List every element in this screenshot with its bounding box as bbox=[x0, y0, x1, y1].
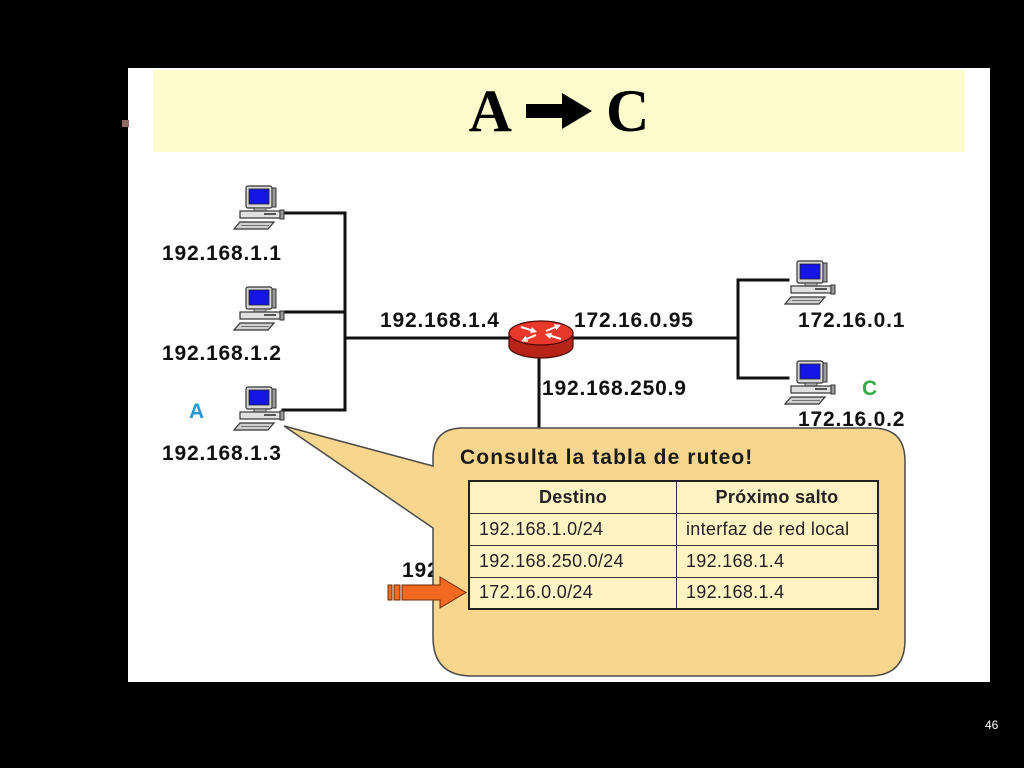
host-a-name: A bbox=[189, 400, 205, 423]
next-hop-cell: 192.168.1.4 bbox=[676, 544, 879, 578]
routing-header-row: Destino Próximo salto bbox=[468, 480, 879, 514]
router-right-ip: 172.16.0.95 bbox=[574, 309, 694, 332]
host-c1-ip: 172.16.0.1 bbox=[798, 309, 906, 332]
arrow-right-icon bbox=[526, 93, 592, 129]
next-hop-cell: 192.168.1.4 bbox=[676, 576, 879, 610]
title-destination: C bbox=[606, 78, 650, 144]
host-c-ip: 172.16.0.2 bbox=[798, 408, 906, 431]
column-header-destination: Destino bbox=[468, 480, 677, 514]
arrow-pointer-icon bbox=[387, 576, 467, 609]
column-header-next-hop: Próximo salto bbox=[676, 480, 879, 514]
callout-heading: Consulta la tabla de ruteo! bbox=[460, 446, 754, 469]
router-icon bbox=[508, 320, 574, 359]
bullet-marker bbox=[122, 120, 129, 127]
destination-cell: 172.16.0.0/24 bbox=[468, 576, 677, 610]
page-number: 46 bbox=[985, 718, 999, 732]
destination-cell: 192.168.1.0/24 bbox=[468, 512, 677, 546]
destination-cell: 192.168.250.0/24 bbox=[468, 544, 677, 578]
title-source: A bbox=[468, 78, 512, 144]
routing-row: 192.168.1.0/24 interfaz de red local bbox=[468, 512, 879, 546]
host-c-name: C bbox=[862, 377, 878, 400]
routing-row: 172.16.0.0/24 192.168.1.4 bbox=[468, 576, 879, 610]
routing-row: 192.168.250.0/24 192.168.1.4 bbox=[468, 544, 879, 578]
host-a-ip: 192.168.1.3 bbox=[162, 442, 282, 465]
routing-table: Destino Próximo salto 192.168.1.0/24 int… bbox=[468, 480, 879, 610]
next-hop-cell: interfaz de red local bbox=[676, 512, 879, 546]
router-left-ip: 192.168.1.4 bbox=[380, 309, 500, 332]
router-bottom-ip: 192.168.250.9 bbox=[542, 377, 687, 400]
slide-title: A C bbox=[153, 70, 965, 152]
host-1-ip: 192.168.1.1 bbox=[162, 242, 282, 265]
host-2-ip: 192.168.1.2 bbox=[162, 342, 282, 365]
obscured-network-label: 192 bbox=[402, 559, 440, 582]
